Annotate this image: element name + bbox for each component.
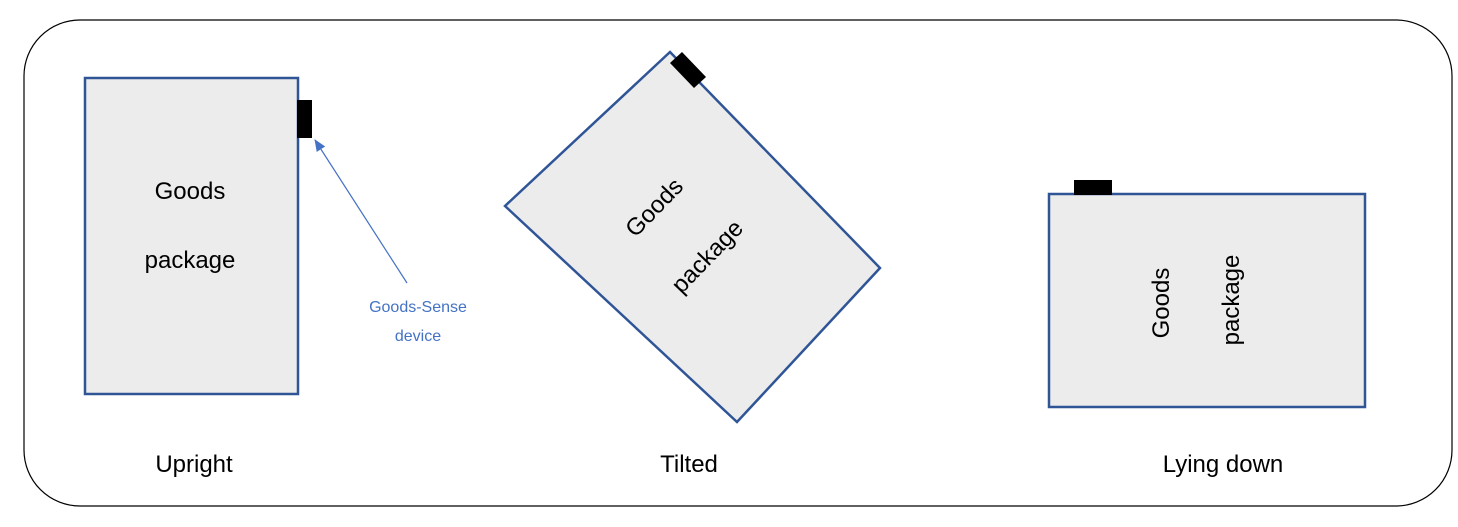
lying-down-goods-sense-device [1074,180,1112,195]
lying-down-package-label-line1: Goods [1148,268,1175,339]
tilted-panel: Goods package Tilted [503,50,882,478]
lying-down-package [1047,192,1367,409]
upright-package-label-line2: package [145,247,236,274]
tilted-caption: Tilted [660,451,718,478]
tilted-goods-sense-device [670,52,706,88]
upright-package-label-line1: Goods [155,178,226,205]
device-annotation-line2: device [395,328,441,345]
upright-panel: Goods package Goods-Sense device Upright [83,76,467,478]
device-pointer-arrow [314,139,408,284]
tilted-package [503,50,882,424]
upright-package [83,76,300,396]
upright-goods-sense-device [297,100,312,138]
upright-caption: Upright [155,451,233,478]
lying-down-panel: Goods package Lying down [1047,180,1367,478]
lying-down-package-label-line2: package [1218,255,1245,346]
device-annotation-line1: Goods-Sense [369,299,467,316]
lying-down-caption: Lying down [1163,451,1284,478]
